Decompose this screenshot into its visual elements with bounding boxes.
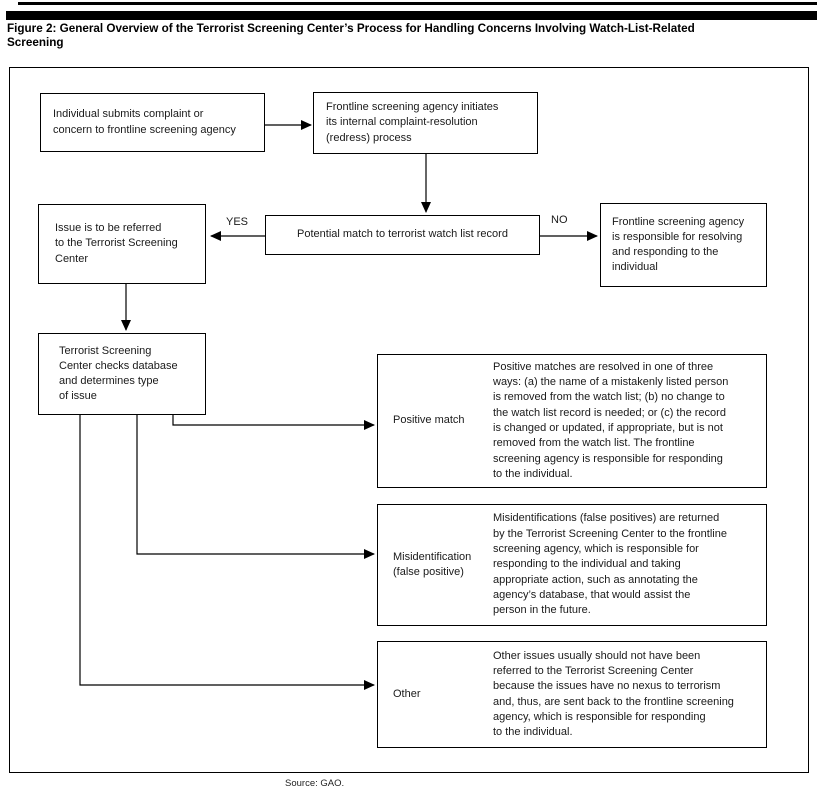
node-referred-tsc: Issue is to be referred to the Terrorist… [38, 204, 206, 284]
node-initiate-redress: Frontline screening agency initiates its… [313, 92, 538, 154]
figure-title: Figure 2: General Overview of the Terror… [7, 22, 695, 49]
top-thick-bar [6, 11, 817, 20]
outcome-description: Positive matches are resolved in one of … [493, 360, 729, 480]
outcome-box-other: Other Other issues usually should not ha… [377, 641, 767, 748]
outcome-description: Misidentifications (false positives) are… [493, 512, 727, 617]
top-thin-rule [18, 2, 817, 5]
branch-label-yes: YES [226, 216, 249, 228]
branch-label-no: NO [551, 214, 568, 226]
node-tsc-checks: Terrorist Screening Center checks databa… [38, 333, 206, 415]
node-frontline-resolves: Frontline screening agency is responsibl… [600, 203, 767, 287]
outcome-box-positive-match: Positive match Positive matches are reso… [377, 354, 767, 488]
outcome-label: Other [393, 687, 421, 700]
node-potential-match: Potential match to terrorist watch list … [265, 215, 540, 255]
outcome-label: Positive match [393, 414, 465, 427]
source-note: Source: GAO. [285, 778, 345, 789]
outcome-label: Misidentification (false positive) [393, 550, 472, 578]
node-submit-complaint: Individual submits complaint or concern … [40, 93, 265, 152]
outcome-description: Other issues usually should not have bee… [493, 649, 734, 739]
outcome-box-misidentification: Misidentification (false positive) Misid… [377, 504, 767, 626]
